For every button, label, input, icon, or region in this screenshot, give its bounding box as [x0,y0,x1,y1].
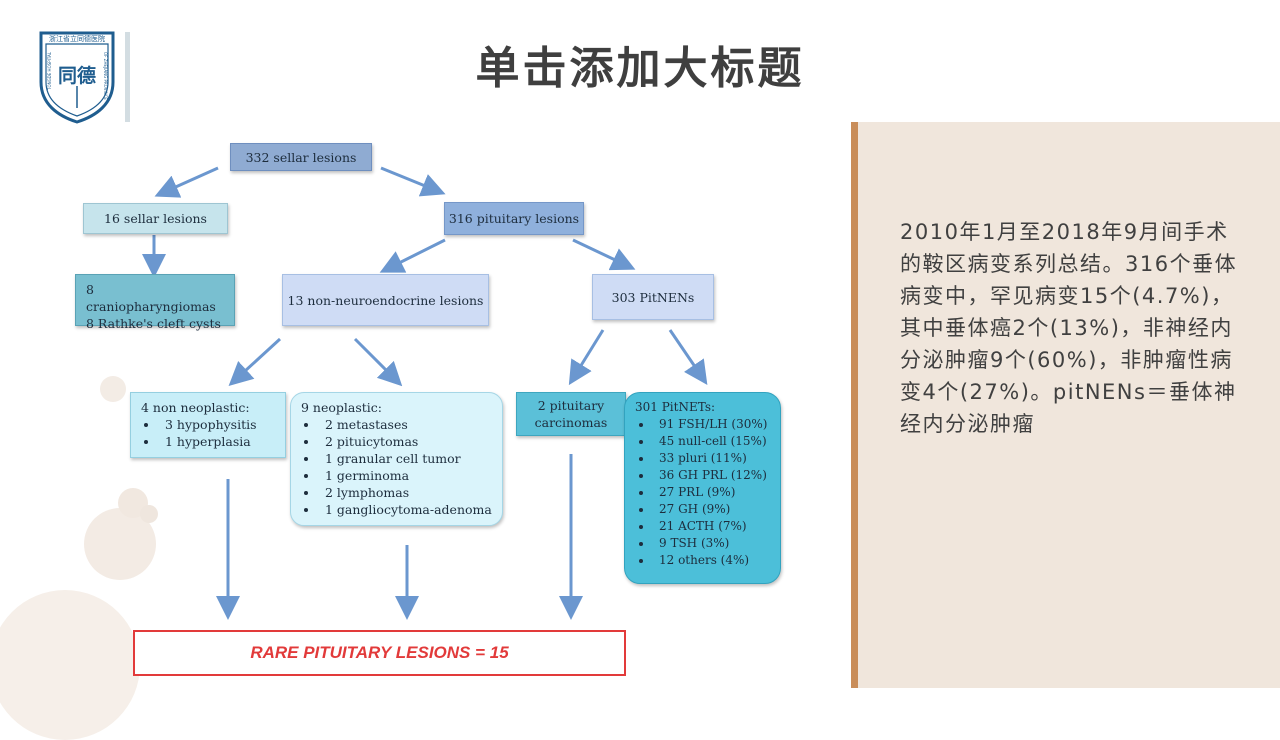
root-node: 332 sellar lesions [230,143,372,171]
list-item: 1 granular cell tumor [319,450,492,467]
pituitary-node-label: 316 pituitary lesions [448,211,580,226]
list-item: 2 metastases [319,416,492,433]
flowchart: 332 sellar lesions 16 sellar lesions 316… [0,122,850,688]
arrow [572,238,636,271]
list-item: 36 GH PRL (12%) [653,467,770,484]
list-item: 9 TSH (3%) [653,535,770,552]
carcinomas-label-line2: carcinomas [534,415,608,430]
decorative-circle [100,376,126,402]
logo-right-arc-text: OF ZHEJIANG PROVINCE [103,52,108,100]
list-item: 1 gangliocytoma-adenoma [319,501,492,518]
pitnens-node-label: 303 PitNENs [611,289,695,305]
arrow [228,337,282,387]
arrow [154,166,219,198]
list-item: 1 hyperplasia [159,433,275,450]
list-item: 3 hypophysitis [159,416,275,433]
sellar-node: 16 sellar lesions [83,203,228,234]
list-item: 27 PRL (9%) [653,484,770,501]
decorative-circle [140,505,158,523]
list-item: 27 GH (9%) [653,501,770,518]
logo-center-text: 同德 [58,64,96,87]
slide-title[interactable]: 单击添加大标题 [475,43,805,94]
pitnens-node: 303 PitNENs [592,274,714,320]
arrow [379,238,446,273]
pitnets-node: 301 PitNETs: 91 FSH/LH (30%) 45 null-cel… [624,392,781,584]
rathke-cyst-label: 8 Rathke's cleft cysts [86,316,221,331]
rare-lesions-box: RARE PITUITARY LESIONS = 15 [133,630,626,676]
list-item: 91 FSH/LH (30%) [653,416,770,433]
non-neoplastic-heading: 4 non neoplastic: [141,400,250,415]
logo-top-text: 浙江省立同德医院 [49,34,105,43]
arrow [353,337,403,387]
arrow [380,166,446,197]
panel-accent-bar [851,122,858,688]
rare-lesions-label: RARE PITUITARY LESIONS = 15 [250,643,509,662]
pitnets-heading: 301 PitNETs: [635,400,716,414]
decorative-circle [0,590,140,740]
non-neuro-node: 13 non-neuroendocrine lesions [282,274,489,326]
list-item: 21 ACTH (7%) [653,518,770,535]
summary-text[interactable]: 2010年1月至2018年9月间手术的鞍区病变系列总结。316个垂体病变中，罕见… [900,220,1238,436]
neoplastic-heading: 9 neoplastic: [301,400,382,415]
arrow [668,329,708,385]
non-neuro-node-label: 13 non-neuroendocrine lesions [287,292,484,308]
hospital-logo: 浙江省立同德医院 同德 TONGDE HOSPITAL OF ZHEJIANG … [39,31,115,124]
craniopharyngiomas-label: 8 craniopharyngiomas [86,282,216,314]
arrows-layer [142,166,708,620]
list-item: 45 null-cell (15%) [653,433,770,450]
list-item: 33 pluri (11%) [653,450,770,467]
summary-panel: 2010年1月至2018年9月间手术的鞍区病变系列总结。316个垂体病变中，罕见… [851,122,1280,688]
sellar-children-node: 8 craniopharyngiomas 8 Rathke's cleft cy… [75,274,235,331]
sellar-node-label: 16 sellar lesions [104,211,207,226]
neoplastic-node: 9 neoplastic: 2 metastases 2 pituicytoma… [290,392,503,526]
list-item: 1 germinoma [319,467,492,484]
logo-left-arc-text: TONGDE HOSPITAL [47,51,52,91]
carcinomas-label-line1: 2 pituitary [537,398,605,413]
list-item: 12 others (4%) [653,552,770,569]
arrow [568,329,605,386]
list-item: 2 lymphomas [319,484,492,501]
list-item: 2 pituicytomas [319,433,492,450]
carcinomas-node: 2 pituitary carcinomas [516,392,626,436]
pituitary-node: 316 pituitary lesions [444,202,584,235]
logo-divider [125,32,130,122]
root-node-label: 332 sellar lesions [245,149,357,165]
non-neoplastic-node: 4 non neoplastic: 3 hypophysitis 1 hyper… [130,392,286,458]
